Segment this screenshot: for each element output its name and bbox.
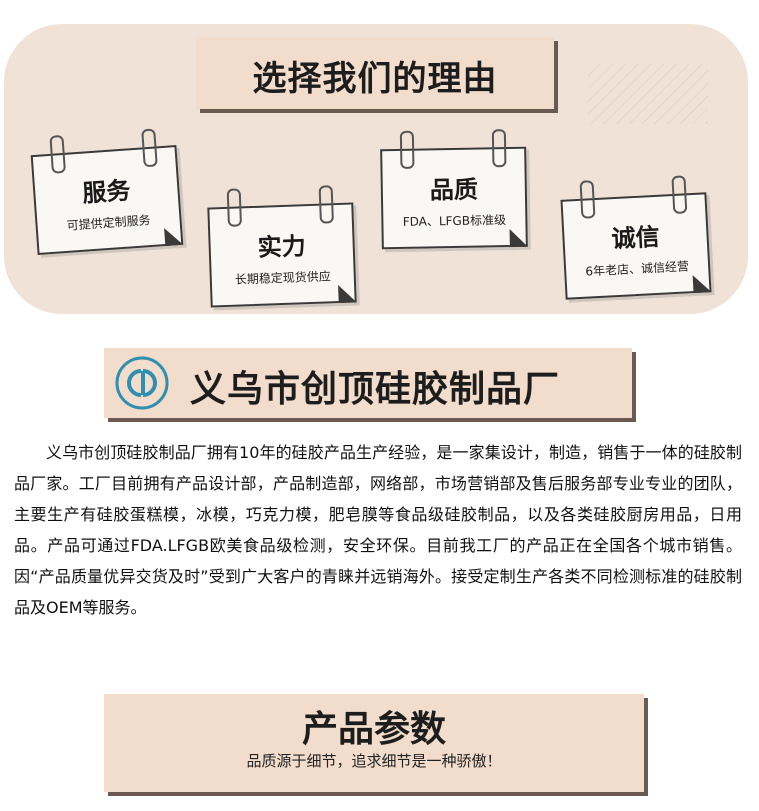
paperclip-icon [318,185,334,224]
note-title: 实力 [257,232,307,262]
reasons-title: 选择我们的理由 [252,59,498,99]
paperclip-icon [141,128,158,168]
page-fold-icon [338,284,357,304]
params-subtitle: 品质源于细节，追求细节是一种骄傲！ [246,752,502,770]
page-fold-icon [692,274,712,294]
note-integrity: 诚信 6年老店、诚信经营 [560,175,712,300]
company-description: 义乌市创顶硅胶制品厂拥有10年的硅胶产品生产经验，是一家集设计，制造，销售于一体… [14,443,742,617]
company-logo [114,355,170,411]
page-fold-icon [509,228,528,248]
note-subtitle: 长期稳定现货供应 [234,269,332,287]
company-name: 义乌市创顶硅胶制品厂 [190,369,561,410]
params-title: 产品参数 [301,709,446,750]
paperclip-icon [399,130,415,169]
note-title: 服务 [81,176,132,208]
note-subtitle: 6年老店、诚信经营 [585,259,690,279]
params-banner: 产品参数 品质源于细节，追求细节是一种骄傲！ [104,694,644,792]
note-title: 诚信 [610,222,661,254]
note-strength: 实力 长期稳定现货供应 [207,185,357,308]
decorative-hatch [588,64,708,124]
reasons-title-banner: 选择我们的理由 [196,37,554,109]
cd-logo-icon [115,356,169,410]
note-title: 品质 [429,175,479,205]
note-service: 服务 可提供定制服务 [30,128,184,255]
paperclip-icon [579,180,596,219]
note-subtitle: FDA、LFGB标准级 [402,213,507,229]
paperclip-icon [491,129,507,168]
note-subtitle: 可提供定制服务 [66,213,151,233]
page-fold-icon [164,226,184,247]
note-quality: 品质 FDA、LFGB标准级 [380,129,528,250]
company-banner: 义乌市创顶硅胶制品厂 [104,348,632,418]
paperclip-icon [49,134,67,174]
paperclip-icon [671,175,688,215]
paperclip-icon [226,188,242,227]
